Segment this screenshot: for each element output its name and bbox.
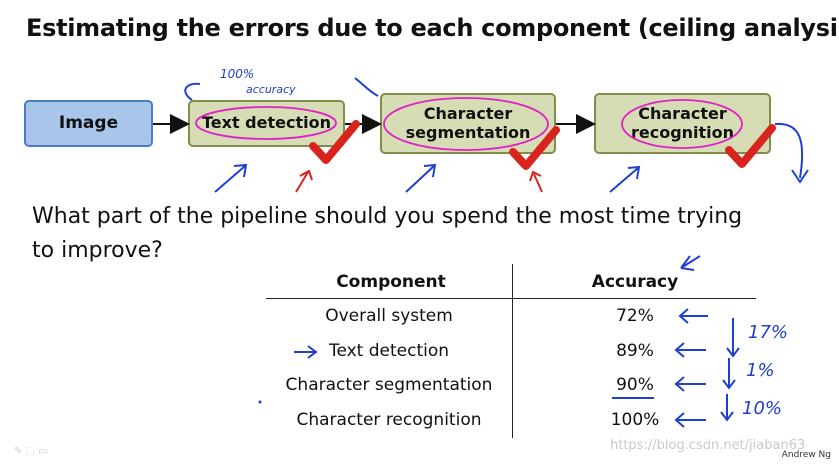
table-header-accuracy: Accuracy [591, 272, 679, 292]
ink-note: 17% [748, 322, 788, 343]
pipeline-box-segmentation: Character segmentation [380, 93, 556, 154]
pipeline-label-segmentation: Character segmentation [405, 104, 531, 142]
author-credit: Andrew Ng [781, 450, 831, 460]
pen-arrow-icon [678, 308, 708, 324]
table-divider-vertical [512, 264, 513, 438]
ink-note: 1% [746, 360, 775, 381]
pipeline-label-image: Image [58, 112, 119, 133]
table-row-component: Overall system [325, 306, 453, 326]
ink-note: accuracy [246, 83, 296, 96]
pen-arrow-icon [529, 170, 543, 193]
pen-arrow-icon [184, 82, 201, 101]
ink-circle [195, 106, 337, 140]
table-row-component: Character recognition [296, 410, 482, 430]
pen-arrow-icon [726, 318, 740, 358]
pen-arrow-icon [295, 169, 313, 193]
pen-arrow-icon [294, 345, 318, 359]
checkmark-icon [309, 120, 360, 164]
pen-arrow-icon [354, 77, 379, 97]
pen-arrow-icon [720, 394, 734, 422]
watermark: https://blog.csdn.net/jiaban63 [610, 438, 806, 453]
table-row-accuracy: 72% [616, 306, 654, 326]
ink-circle [383, 97, 549, 151]
pipeline-box-image: Image [24, 100, 153, 147]
table-row-accuracy: 90% [616, 375, 654, 395]
pen-arrow-icon [674, 376, 706, 392]
slide-title: Estimating the errors due to each compon… [26, 14, 839, 42]
pipeline-label-text-detection: Text detection [202, 113, 331, 133]
player-controls-icon: ✎ ⬚ ▭ [14, 446, 48, 457]
pen-arrow-icon [405, 163, 437, 193]
ink-dot [258, 400, 262, 404]
ink-note: 100% [220, 67, 254, 81]
table-row-component: Text detection [328, 341, 450, 361]
ink-note: 10% [742, 398, 782, 419]
table-row-accuracy: 100% [610, 410, 660, 430]
pen-arrow-icon [674, 342, 706, 358]
checkmark-icon [509, 126, 560, 170]
pen-arrow-icon [674, 412, 706, 428]
question-text: What part of the pipeline should you spe… [32, 204, 743, 263]
pen-arrow-icon [214, 163, 248, 193]
table-row-accuracy: 89% [616, 341, 654, 361]
checkmark-icon [725, 124, 776, 168]
pen-arrow-icon [609, 165, 641, 193]
pen-arrow-icon [680, 255, 701, 271]
table-row-component: Character segmentation [285, 375, 493, 395]
table-divider-horizontal [266, 298, 756, 299]
pipeline-label-recognition: Character recognition [630, 104, 735, 142]
table-header-component: Component [336, 272, 446, 292]
pen-arrow-icon [774, 122, 809, 184]
pen-arrow-icon [722, 358, 736, 390]
ink-circle [621, 99, 743, 149]
